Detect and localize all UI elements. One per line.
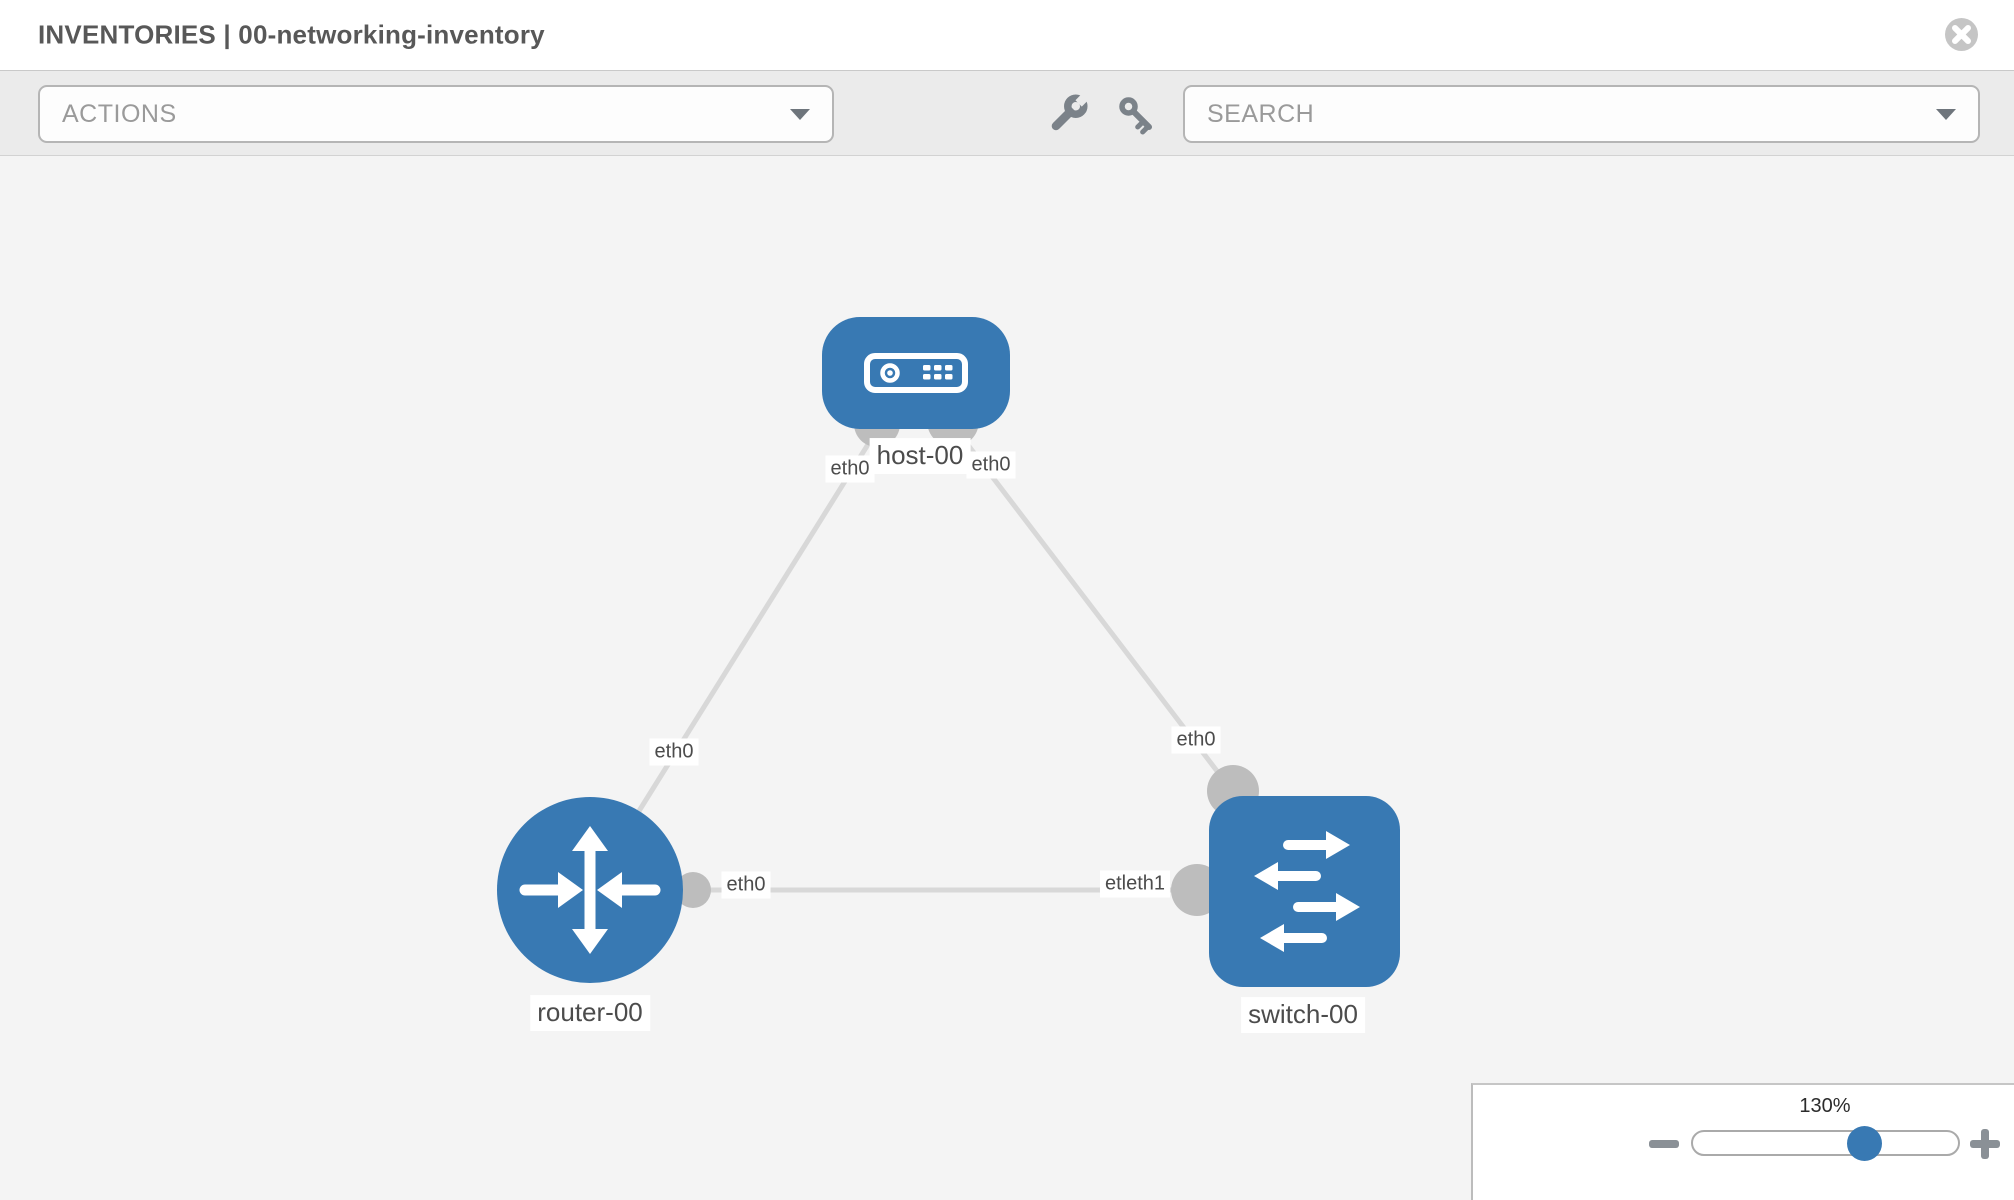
minus-icon — [1649, 1140, 1679, 1148]
search-dropdown-label: SEARCH — [1207, 99, 1315, 128]
key-icon — [1119, 97, 1153, 135]
search-dropdown[interactable]: SEARCH — [1183, 85, 1980, 143]
node-switch-00[interactable] — [1209, 796, 1400, 987]
switch-icon — [1254, 831, 1360, 952]
tools-wrench-button[interactable] — [1040, 87, 1096, 143]
header: INVENTORIES | 00-networking-inventory — [0, 0, 2014, 70]
interface-label: eth0 — [649, 738, 699, 766]
tools-key-button[interactable] — [1110, 87, 1166, 143]
interface-label: eth0 — [721, 871, 771, 899]
close-button[interactable] — [1943, 16, 1980, 53]
actions-dropdown[interactable]: ACTIONS — [38, 85, 834, 143]
router-icon — [519, 826, 661, 954]
topology-canvas[interactable]: host-00 router-00 switch-00 eth0 eth0 et… — [0, 156, 2014, 1200]
zoom-out-button[interactable] — [1643, 1123, 1685, 1165]
zoom-level-value: 130% — [1799, 1095, 1851, 1117]
chevron-down-icon — [1936, 108, 1956, 120]
port-circle — [675, 872, 711, 908]
page-title: INVENTORIES | 00-networking-inventory — [38, 19, 545, 50]
node-host-00[interactable] — [822, 317, 1010, 429]
plus-icon — [1981, 1129, 1989, 1159]
actions-dropdown-label: ACTIONS — [62, 99, 177, 128]
interface-label: eth0 — [966, 451, 1016, 479]
wrench-icon — [1051, 92, 1090, 131]
node-label-router: router-00 — [530, 995, 650, 1031]
zoom-in-button[interactable] — [1964, 1123, 2006, 1165]
node-label-host: host-00 — [869, 438, 971, 474]
zoom-slider-track[interactable] — [1691, 1130, 1960, 1156]
node-label-switch: switch-00 — [1241, 997, 1365, 1033]
interface-label: eth0 — [1171, 726, 1221, 754]
interface-label: eth0 — [825, 455, 875, 483]
close-icon — [1945, 18, 1978, 51]
server-icon — [864, 353, 968, 393]
interface-label: etleth1 — [1099, 870, 1171, 898]
chevron-down-icon — [790, 108, 810, 120]
toolbar: ACTIONS SEARC — [0, 70, 2014, 156]
node-router-00[interactable] — [497, 797, 683, 983]
zoom-widget: 130% — [1471, 1083, 2014, 1200]
zoom-slider-thumb[interactable] — [1847, 1126, 1882, 1161]
topology-links — [636, 426, 1235, 893]
